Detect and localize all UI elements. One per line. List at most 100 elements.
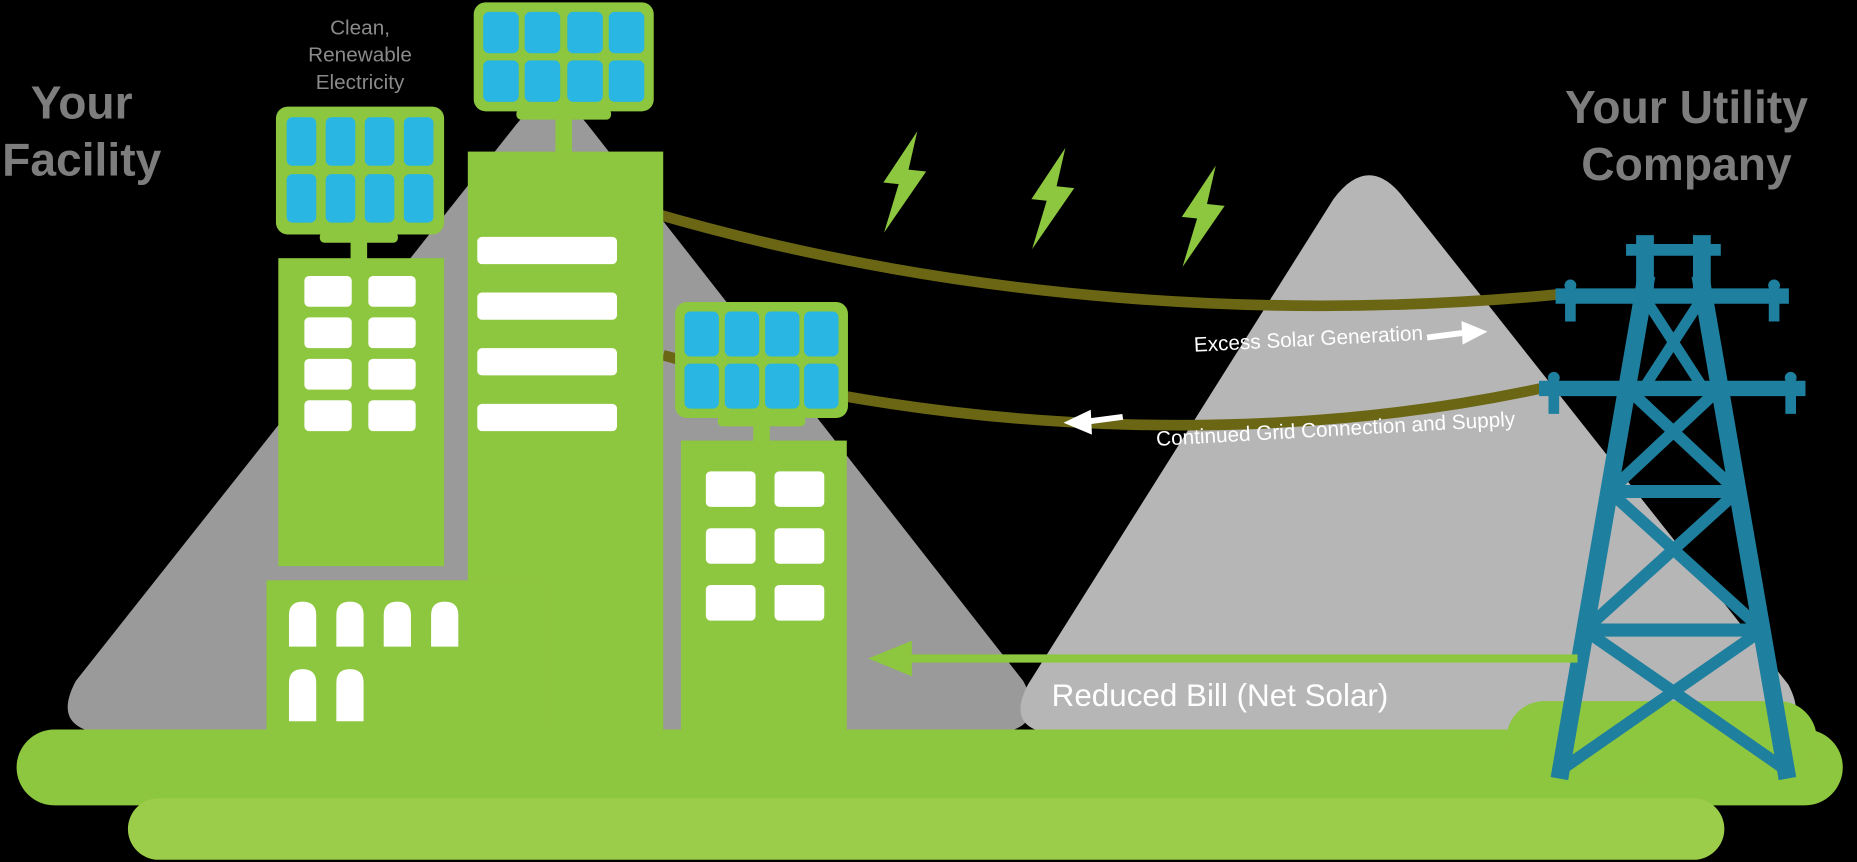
window — [368, 317, 416, 349]
arch-window — [288, 601, 317, 647]
ground-strip-lower — [127, 798, 1725, 860]
mountain-right — [1020, 175, 1796, 735]
clean-electricity-line: Clean, — [330, 15, 390, 40]
tower-brace — [1576, 621, 1795, 779]
flow-arrows — [868, 320, 1578, 677]
insulator-knob — [1784, 371, 1797, 384]
lightning-bolt-icon — [1181, 165, 1225, 267]
utility-company-label: Your Utility Company — [1563, 81, 1809, 194]
solar-cell — [325, 174, 356, 223]
clean-electricity-line: Electricity — [315, 69, 405, 93]
window — [304, 275, 352, 307]
insulator-knob — [1564, 279, 1577, 292]
window-stripe — [477, 348, 618, 376]
solar-cell — [403, 117, 434, 166]
window — [368, 358, 416, 390]
building-left — [278, 258, 445, 567]
solar-cell — [567, 60, 603, 102]
solar-cell — [608, 11, 645, 54]
panel-mount-pole — [753, 415, 770, 445]
arrow-shaft — [1086, 413, 1124, 425]
insulator-knob — [1547, 371, 1560, 384]
reduced-bill-label: Reduced Bill (Net Solar) — [1051, 677, 1389, 713]
arch-window — [336, 601, 364, 647]
arrow-shaft — [1426, 329, 1465, 341]
tower-brace — [1618, 380, 1746, 500]
solar-cell — [524, 11, 561, 54]
solar-cell — [286, 117, 317, 166]
solar-cell — [765, 311, 800, 357]
solar-cell — [684, 311, 719, 357]
solar-cell — [364, 174, 395, 223]
solar-cell — [724, 311, 760, 357]
arrow-head — [1461, 320, 1488, 345]
window — [705, 528, 756, 564]
facility-label-line: Facility — [2, 134, 162, 186]
lightning-bolts — [883, 131, 1225, 267]
utility-label-line: Company — [1581, 139, 1792, 191]
reduced-bill-arrow-icon — [868, 640, 1578, 677]
clean-electricity-label: Clean, Renewable Electricity — [285, 14, 434, 95]
tower-leg — [1691, 273, 1797, 781]
window-stripe — [477, 292, 618, 320]
arch-window — [383, 601, 411, 647]
tower-brace — [1601, 380, 1728, 500]
panel-mount-pole — [350, 232, 368, 263]
solar-cell — [483, 60, 519, 102]
arch-door — [336, 669, 364, 722]
solar-cell — [765, 363, 800, 409]
lightning-bolt-icon — [1031, 147, 1075, 250]
solar-panel-left — [275, 106, 445, 263]
window — [774, 471, 825, 507]
arrow-head — [868, 640, 912, 677]
building-right-windows — [705, 471, 825, 621]
window — [368, 275, 416, 307]
solar-cell — [684, 363, 719, 409]
window — [304, 400, 352, 432]
panel-frame — [275, 106, 445, 235]
window-stripe — [477, 403, 618, 432]
lightning-bolt-icon — [883, 131, 927, 233]
solar-cell — [325, 117, 356, 166]
grid-arrow-left-icon — [1063, 409, 1124, 435]
insulator-knob — [1768, 279, 1781, 292]
arrow-head — [1063, 409, 1092, 435]
solar-cell — [403, 174, 434, 223]
solar-cell — [608, 60, 645, 102]
tower-brace — [1601, 483, 1771, 639]
window — [774, 585, 825, 621]
solar-cell — [286, 174, 317, 223]
solar-cell — [804, 311, 839, 357]
tower-brace — [1576, 483, 1746, 639]
window — [368, 400, 416, 432]
solar-panel-right — [675, 301, 848, 445]
window — [705, 471, 756, 507]
solar-cell — [724, 363, 760, 409]
excess-arrow-right-icon — [1426, 320, 1488, 345]
facility-label: Your Facility — [0, 76, 171, 189]
facility-label-line: Your — [30, 78, 133, 130]
window — [774, 528, 825, 564]
solar-cell — [567, 11, 603, 54]
solar-cell — [483, 11, 519, 54]
transmission-tower — [1539, 235, 1806, 781]
ground-strip-main — [16, 729, 1843, 806]
window — [705, 585, 756, 621]
building-center-stripes — [477, 236, 618, 432]
wire-upper — [652, 208, 1567, 312]
facility-buildings — [266, 2, 848, 764]
window — [304, 317, 352, 349]
solar-cell — [804, 363, 839, 409]
solar-cell — [364, 117, 395, 166]
window — [304, 358, 352, 390]
ground — [16, 701, 1843, 860]
solar-panel-center — [473, 2, 654, 154]
arch-window — [431, 601, 459, 647]
solar-cell — [524, 60, 561, 102]
building-front-arches — [288, 601, 459, 722]
tower-brace — [1637, 291, 1710, 394]
building-left-windows — [304, 275, 416, 432]
clean-electricity-line: Renewable — [308, 42, 412, 67]
